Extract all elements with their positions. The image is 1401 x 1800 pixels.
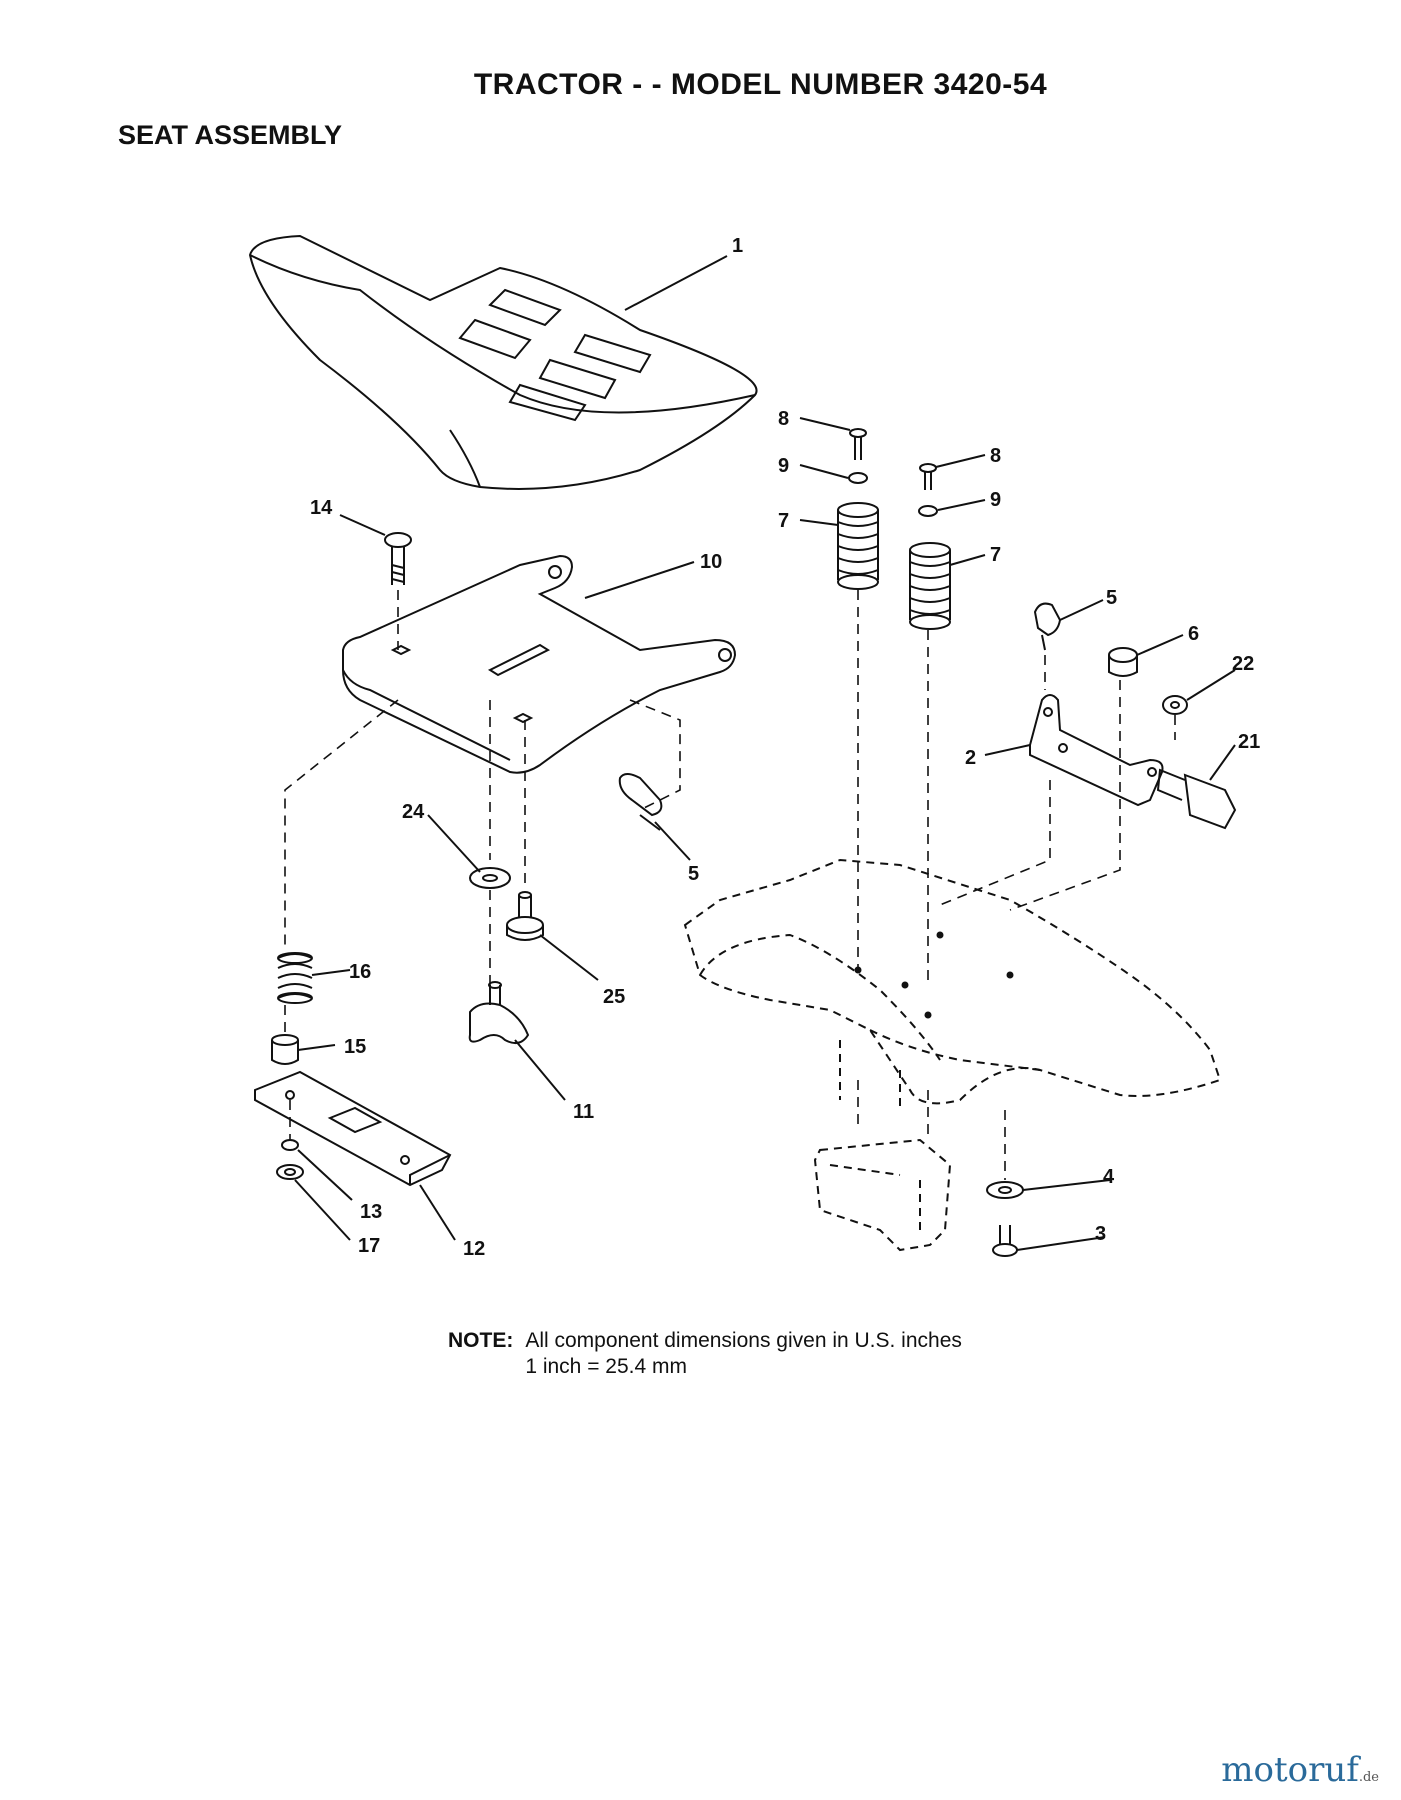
callout-10: 10 <box>700 551 722 573</box>
shoulder-bolt-right-part <box>1156 768 1237 830</box>
callout-9-left: 9 <box>778 455 789 477</box>
callout-25: 25 <box>603 986 625 1008</box>
callout-6: 6 <box>1188 623 1199 645</box>
watermark-suffix: .de <box>1358 1770 1379 1785</box>
slide-rail-part <box>254 1070 452 1187</box>
callout-24: 24 <box>402 801 425 823</box>
latch-right-part <box>1033 602 1062 651</box>
spring-left-part <box>837 502 879 590</box>
callout-8-right: 8 <box>990 445 1001 467</box>
callout-4: 4 <box>1103 1166 1115 1188</box>
bolt-upper-left-part <box>849 428 867 460</box>
watermark-text: motoruf <box>1221 1750 1359 1790</box>
callout-3: 3 <box>1095 1223 1106 1245</box>
note-line-2: 1 inch = 25.4 mm <box>525 1355 687 1378</box>
callout-21: 21 <box>1238 731 1260 753</box>
washer-lower-part <box>986 1181 1024 1199</box>
callout-1: 1 <box>732 235 743 257</box>
lock-washer-part <box>281 1139 299 1151</box>
callout-9-right: 9 <box>990 489 1001 511</box>
section-title: SEAT ASSEMBLY <box>118 120 343 150</box>
spring-part <box>277 952 313 1004</box>
spring-right-part <box>909 542 951 630</box>
callout-12: 12 <box>463 1238 485 1260</box>
nut-part <box>276 1164 304 1180</box>
callout-2: 2 <box>965 747 976 769</box>
callout-5-right: 5 <box>1106 587 1117 609</box>
dimension-note: NOTE: All component dimensions given in … <box>448 1328 962 1380</box>
watermark-logo: motoruf.de <box>1221 1750 1379 1790</box>
callout-11: 11 <box>573 1101 594 1123</box>
note-line-1: All component dimensions given in U.S. i… <box>525 1329 962 1352</box>
shoulder-bolt-part <box>506 891 544 941</box>
fender-outline <box>683 858 1222 1252</box>
callout-22: 22 <box>1232 653 1254 675</box>
knob-part <box>468 981 530 1045</box>
hex-bolt-part <box>992 1225 1018 1257</box>
callout-7-right: 7 <box>990 544 1001 566</box>
callout-5-left: 5 <box>688 863 699 885</box>
note-label: NOTE: <box>448 1329 514 1352</box>
callout-16: 16 <box>349 961 371 983</box>
bolt-upper-right-part <box>919 463 937 490</box>
bushing-part <box>271 1034 299 1065</box>
callout-7-left: 7 <box>778 510 789 532</box>
callout-13: 13 <box>360 1201 382 1223</box>
page-title: TRACTOR - - MODEL NUMBER 3420-54 <box>473 68 1048 101</box>
callout-8-left: 8 <box>778 408 789 430</box>
leader-lines <box>294 255 1236 1251</box>
assembly-lines <box>284 590 1176 1180</box>
hex-nut-part <box>1162 695 1188 715</box>
seat-pan-part <box>342 554 737 774</box>
latch-left-part <box>618 773 663 831</box>
washer-part <box>469 867 511 889</box>
carriage-bolt-part <box>384 532 412 585</box>
callout-14: 14 <box>310 497 333 519</box>
washer-right-part <box>918 505 938 517</box>
flange-nut-part <box>1108 647 1138 677</box>
washer-left-part <box>848 472 868 484</box>
callout-17: 17 <box>358 1235 380 1257</box>
callout-15: 15 <box>344 1036 366 1058</box>
seat-part <box>248 234 758 490</box>
bracket-part <box>1029 694 1164 807</box>
